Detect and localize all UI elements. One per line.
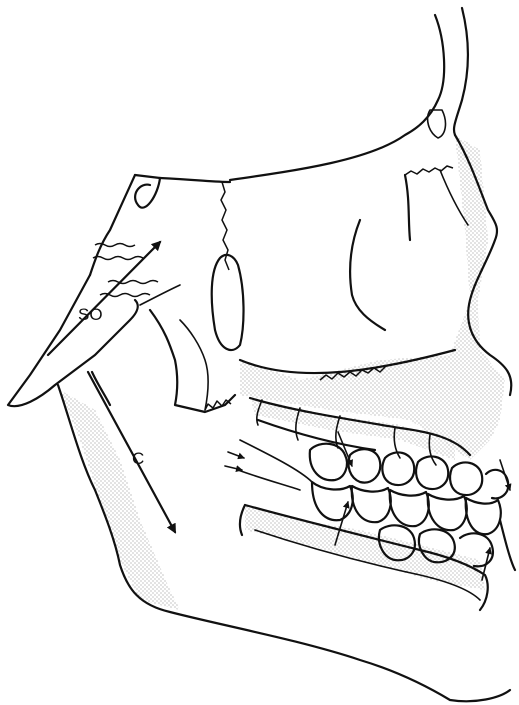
so-label: SO (78, 305, 103, 324)
zygoma-segment (8, 175, 230, 406)
c-label: C (132, 449, 144, 468)
